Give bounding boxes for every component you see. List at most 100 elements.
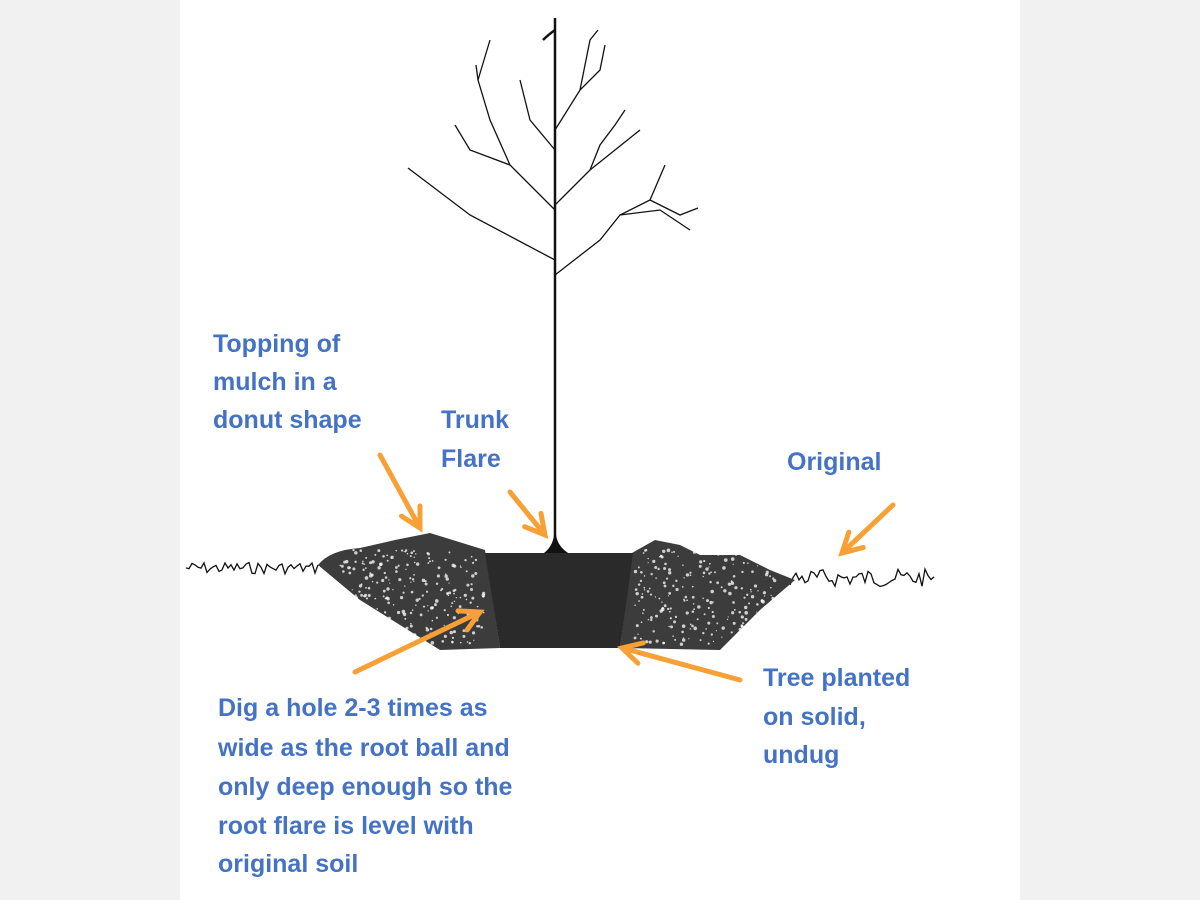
soil-speckle <box>424 643 428 646</box>
soil-speckle <box>451 641 454 644</box>
soil-speckle <box>339 564 342 567</box>
soil-speckle <box>762 591 767 595</box>
branch <box>554 164 666 276</box>
soil-speckle <box>476 605 479 608</box>
soil-speckle <box>466 583 470 587</box>
soil-speckle <box>707 621 711 625</box>
soil-speckle <box>459 565 462 567</box>
soil-speckle <box>645 640 649 644</box>
soil-speckle <box>650 618 653 622</box>
soil-speckle <box>634 604 636 606</box>
soil-speckle <box>686 599 689 602</box>
soil-speckle <box>753 584 758 588</box>
soil-speckle <box>691 610 695 613</box>
soil-speckle <box>419 613 423 617</box>
soil-speckle <box>661 601 663 603</box>
soil-speckle <box>671 551 673 554</box>
soil-speckle <box>643 589 646 591</box>
soil-speckle <box>480 626 484 629</box>
soil-speckle <box>733 550 735 553</box>
soil-speckle <box>741 640 745 644</box>
soil-speckle <box>756 611 758 613</box>
soil-speckle <box>397 564 400 567</box>
soil-speckle <box>755 631 758 635</box>
soil-speckle <box>415 598 419 602</box>
soil-speckle <box>654 565 658 569</box>
soil-speckle <box>405 568 407 571</box>
soil-speckle <box>681 638 686 642</box>
soil-speckle <box>635 624 639 628</box>
soil-speckle <box>650 616 653 619</box>
soil-speckle <box>734 586 738 590</box>
arrow <box>352 608 485 675</box>
soil-texture <box>339 548 777 646</box>
soil-speckle <box>681 624 686 628</box>
soil-speckle <box>658 597 661 600</box>
soil-speckle <box>341 639 345 643</box>
soil-speckle <box>474 571 478 575</box>
soil-speckle <box>404 549 408 552</box>
soil-speckle <box>444 558 447 561</box>
ground-line-right <box>789 566 935 588</box>
soil-speckle <box>463 593 467 597</box>
soil-speckle <box>716 552 720 556</box>
soil-speckle <box>735 553 738 556</box>
soil-speckle <box>482 611 485 614</box>
soil-speckle <box>399 634 403 638</box>
soil-speckle <box>446 613 450 617</box>
soil-speckle <box>418 597 421 600</box>
soil-speckle <box>643 586 646 589</box>
soil-speckle <box>444 574 448 578</box>
soil-speckle <box>343 641 347 645</box>
soil-speckle <box>367 594 371 598</box>
soil-speckle <box>710 633 713 636</box>
soil-speckle <box>640 595 644 599</box>
soil-speckle <box>740 587 744 590</box>
soil-speckle <box>428 557 431 560</box>
soil-speckle <box>699 639 702 642</box>
soil-speckle <box>683 599 686 602</box>
soil-speckle <box>410 622 412 625</box>
branch <box>554 129 641 206</box>
soil-speckle <box>697 605 701 609</box>
soil-speckle <box>341 627 345 631</box>
soil-speckle <box>773 564 775 566</box>
soil-speckle <box>374 553 377 556</box>
soil-speckle <box>380 638 384 642</box>
soil-speckle <box>363 563 365 565</box>
soil-speckle <box>650 572 653 576</box>
soil-speckle <box>466 641 469 643</box>
soil-speckle <box>430 641 435 645</box>
soil-speckle <box>645 549 648 552</box>
soil-speckle <box>474 558 478 562</box>
soil-speckle <box>425 628 430 632</box>
soil-speckle <box>637 583 641 586</box>
label-mulch: Topping of mulch in a donut shape <box>213 330 362 434</box>
soil-speckle <box>354 614 358 618</box>
soil-speckle <box>772 625 775 628</box>
soil-speckle <box>383 611 387 614</box>
soil-speckle <box>716 622 719 625</box>
soil-speckle <box>434 599 439 603</box>
soil-speckle <box>346 632 349 635</box>
soil-speckle <box>386 554 389 557</box>
soil-speckle <box>384 597 387 600</box>
soil-speckle <box>730 631 733 634</box>
soil-speckle <box>453 600 456 603</box>
soil-speckle <box>464 558 467 562</box>
soil-speckle <box>769 575 772 578</box>
soil-speckle <box>403 550 405 552</box>
soil-speckle <box>415 553 417 555</box>
soil-speckle <box>374 597 377 600</box>
labels: Topping of mulch in a donut shape Trunk … <box>213 330 910 878</box>
soil-speckle <box>405 626 409 630</box>
soil-speckle <box>384 576 388 579</box>
soil-speckle <box>668 591 672 595</box>
soil-speckle <box>470 588 474 592</box>
soil-speckle <box>382 620 385 623</box>
soil-speckle <box>431 619 434 622</box>
soil-speckle <box>689 571 692 574</box>
soil-speckle <box>371 560 375 564</box>
soil-speckle <box>410 590 414 594</box>
soil-speckle <box>744 605 748 610</box>
